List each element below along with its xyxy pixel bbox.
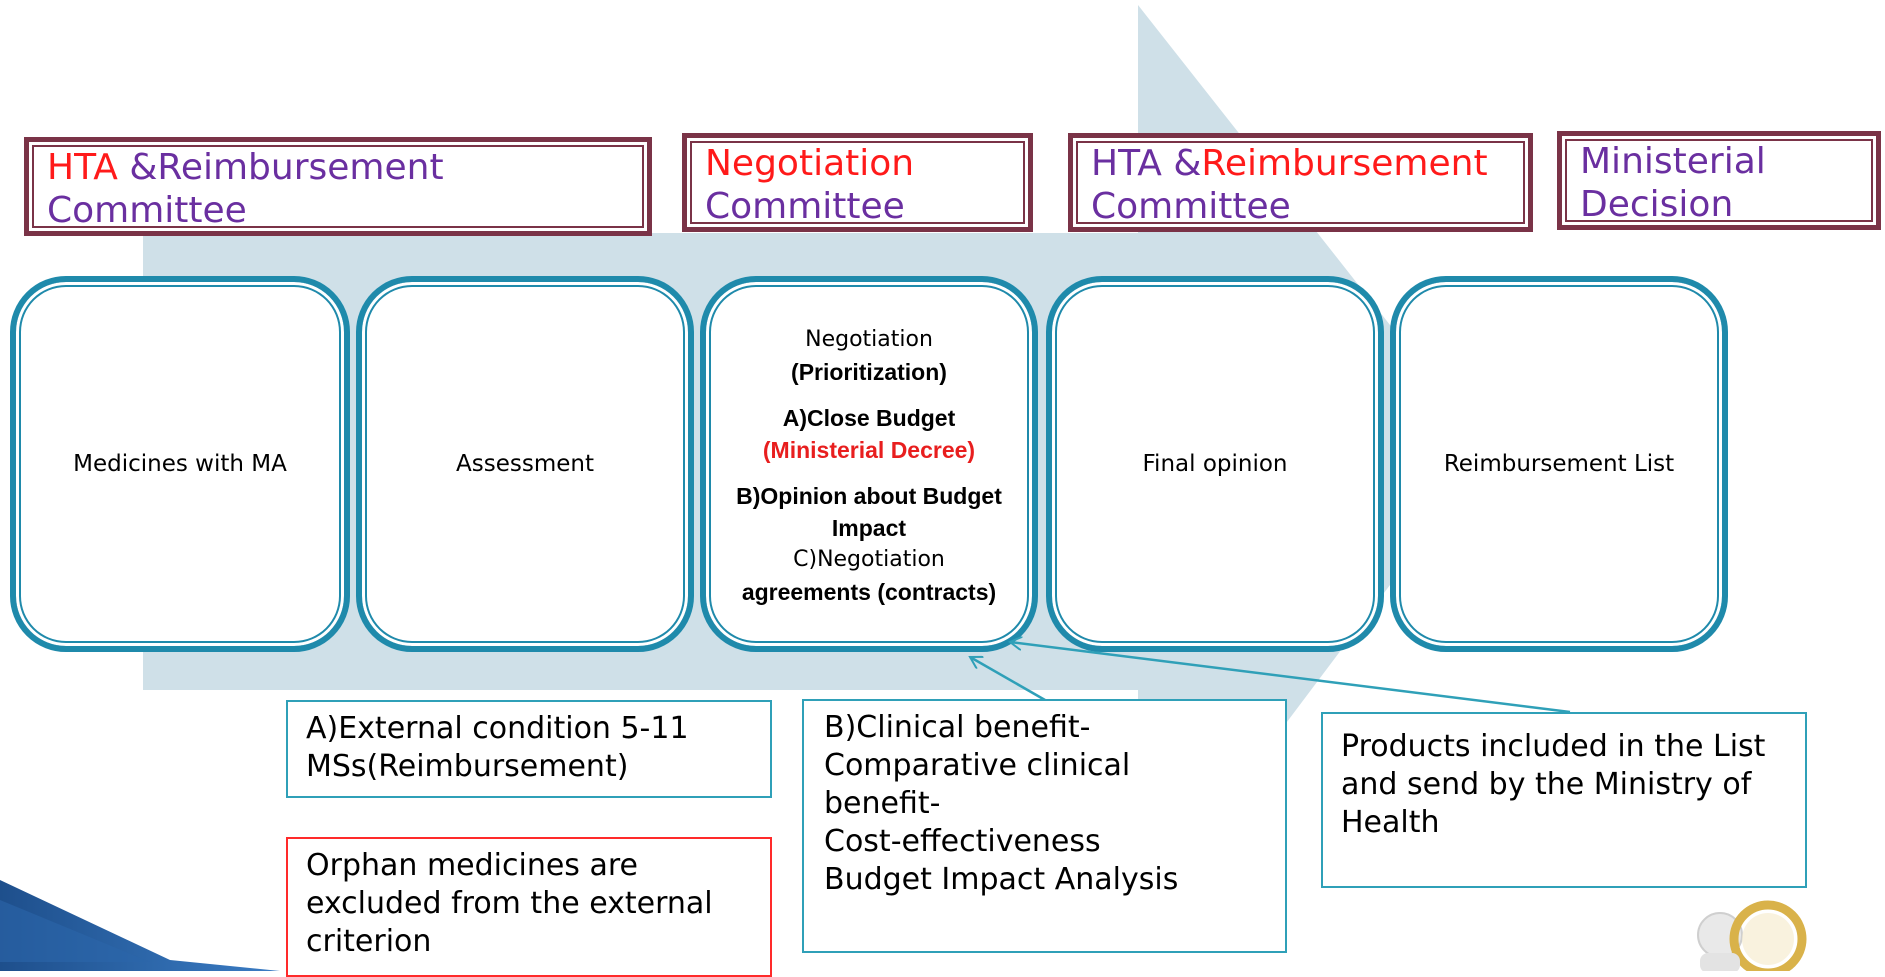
stage-label: Medicines with MA: [73, 451, 287, 477]
note-external-condition: A)External condition 5-11 MSs(Reimbursem…: [286, 700, 772, 798]
stage-negotiation-close-budget: A)Close Budget: [782, 405, 956, 431]
note-text: Orphan medicines are excluded from the e…: [306, 848, 713, 959]
committee-label: Committee: [1091, 186, 1291, 227]
stage-label: Final opinion: [1142, 451, 1288, 477]
stage-negotiation: Negotiation (Prioritization) A)Close Bud…: [700, 276, 1038, 652]
stage-label: Assessment: [456, 451, 594, 477]
committee-label: Committee: [705, 186, 905, 227]
committee-label: HTA &: [1091, 143, 1202, 184]
note-line: Comparative clinical: [824, 748, 1131, 783]
stage-medicines-with-ma: Medicines with MA: [10, 276, 350, 652]
stage-reimbursement-list: Reimbursement List: [1390, 276, 1728, 652]
stage-negotiation-agreements-title: C)Negotiation: [793, 547, 945, 572]
stage-final-opinion: Final opinion: [1046, 276, 1384, 652]
stage-negotiation-agreements: agreements (contracts): [741, 579, 997, 605]
magnifier-figure-icon: [1697, 900, 1807, 971]
note-line: Budget Impact Analysis: [824, 862, 1179, 897]
note-clinical-benefit: B)Clinical benefit- Comparative clinical…: [802, 699, 1287, 953]
committee-label-red: Reimbursement: [1201, 143, 1488, 184]
committee-label-red: HTA: [47, 147, 130, 188]
note-line: B)Clinical benefit-: [824, 710, 1091, 745]
stage-negotiation-ministerial-decree: (Ministerial Decree): [762, 437, 976, 463]
stage-assessment: Assessment: [356, 276, 694, 652]
note-text: A)External condition 5-11 MSs(Reimbursem…: [306, 711, 689, 784]
committee-hta-reimbursement-1: HTA &Reimbursement Committee: [24, 137, 652, 236]
note-products-included: Products included in the List and send b…: [1321, 712, 1807, 888]
stage-negotiation-budget-opinion: B)Opinion about Budget: [736, 483, 1002, 509]
note-text: Products included in the List and send b…: [1341, 729, 1766, 840]
committee-ministerial-decision: Ministerial Decision: [1557, 131, 1881, 230]
stage-negotiation-title: Negotiation: [805, 327, 933, 352]
stage-negotiation-prioritization: (Prioritization): [791, 359, 947, 385]
stage-negotiation-budget-impact: Impact: [831, 515, 907, 541]
committee-label-red: Negotiation: [705, 143, 915, 184]
note-line: benefit-: [824, 786, 941, 821]
committee-label: &Reimbursement Committee: [47, 147, 444, 231]
stage-label: Reimbursement List: [1443, 451, 1675, 477]
committee-hta-reimbursement-2: HTA &Reimbursement Committee: [1068, 133, 1533, 232]
note-line: Cost-effectiveness: [824, 824, 1101, 859]
committee-negotiation: Negotiation Committee: [682, 133, 1033, 232]
committee-label: Ministerial Decision: [1580, 141, 1766, 225]
note-orphan-medicines: Orphan medicines are excluded from the e…: [286, 837, 772, 977]
